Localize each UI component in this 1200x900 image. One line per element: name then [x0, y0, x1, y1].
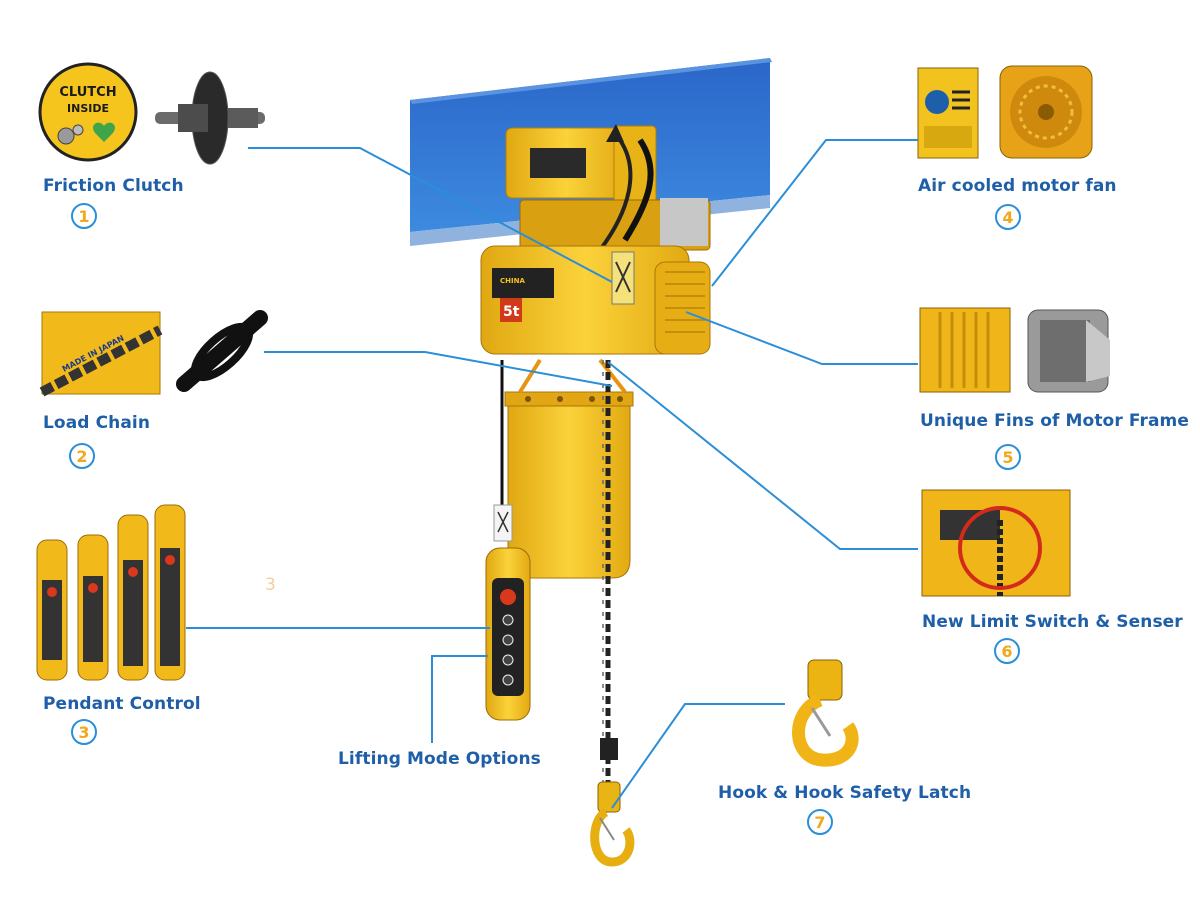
capacity-mark: 5t	[503, 304, 520, 320]
chain-link-image	[176, 310, 268, 392]
leader-line-4	[711, 139, 918, 287]
callout-number-7: 7	[807, 809, 833, 835]
limit-switch-image	[921, 489, 1071, 597]
hoist-pendant	[485, 360, 531, 721]
leader-lines	[186, 139, 918, 809]
leader-line-5	[685, 311, 918, 365]
leader-line-1	[248, 147, 613, 283]
callout-number-3: 3	[71, 719, 97, 745]
leader-line-2	[264, 351, 613, 387]
trolley	[505, 124, 711, 252]
callout-number-1: 1	[71, 203, 97, 229]
chain-bag	[504, 358, 634, 579]
stray-number: 3	[265, 575, 276, 595]
callout-number-2: 2	[69, 443, 95, 469]
friction-clutch-label: Friction Clutch	[43, 176, 184, 196]
hoist-hook	[590, 781, 635, 867]
gear-shaft-image	[155, 71, 265, 165]
callout-number-5: 5	[995, 444, 1021, 470]
clutch-badge-line1: CLUTCH	[59, 85, 116, 100]
clutch-badge-line2: INSIDE	[67, 102, 109, 115]
pendant-control-label: Pendant Control	[43, 694, 201, 714]
motor-fins-image	[919, 307, 1011, 393]
callout-number-6: 6	[994, 638, 1020, 664]
brand-mark: CHINA	[500, 277, 525, 285]
motor-fins-label: Unique Fins of Motor Frame	[920, 411, 1189, 431]
chain-photo-image	[39, 311, 163, 397]
callout-number-4: 4	[995, 204, 1021, 230]
leader-line-6	[607, 361, 918, 550]
pendant-lineup-image	[36, 504, 186, 681]
leader-line-7	[611, 703, 785, 809]
clutch-badge-image	[38, 62, 138, 162]
motor-fan-image	[999, 65, 1093, 159]
hoist-body: 5t CHINA	[480, 245, 711, 355]
motor-frame-image	[1027, 309, 1110, 393]
hook-latch-image	[792, 659, 859, 767]
hook-latch-label: Hook & Hook Safety Latch	[718, 783, 972, 803]
lifting-mode-label: Lifting Mode Options	[338, 749, 541, 769]
motor-fan-label: Air cooled motor fan	[918, 176, 1117, 196]
limit-switch-label: New Limit Switch & Senser	[922, 612, 1183, 632]
leader-line-lifting	[431, 655, 488, 743]
hoist-load-chain	[600, 360, 618, 790]
load-chain-label: Load Chain	[43, 413, 151, 433]
fan-sticker-image	[917, 67, 979, 159]
